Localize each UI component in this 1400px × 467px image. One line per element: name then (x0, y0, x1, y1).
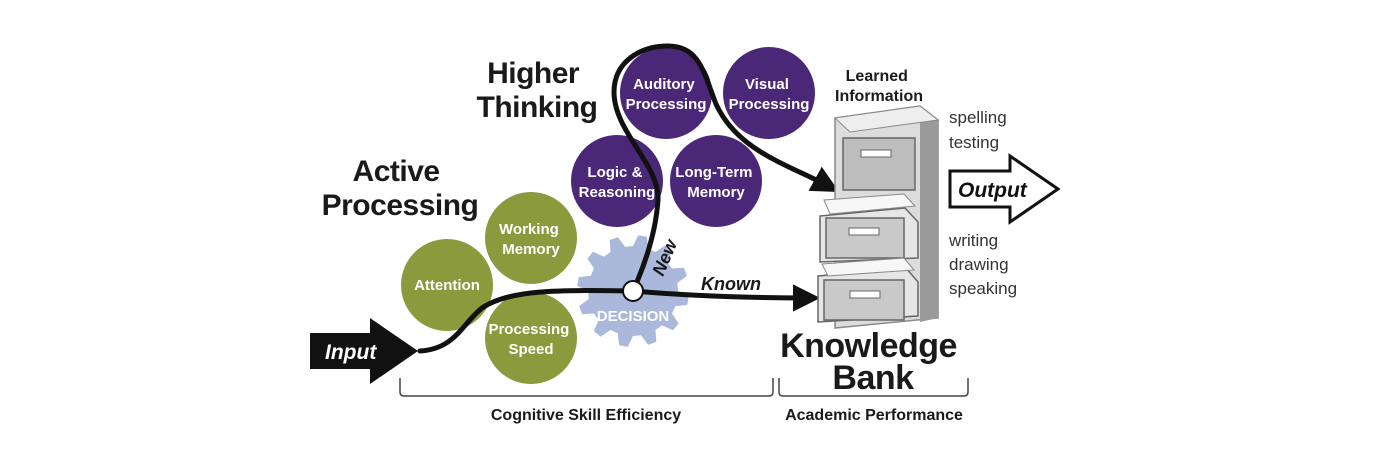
bracket-academic-performance (778, 378, 969, 397)
output-skills-bottom: writing drawing speaking (948, 231, 1017, 298)
new-flow-line (611, 43, 840, 293)
green-node-processing-speed: Processing Speed (485, 292, 577, 384)
purple-node-visual-processing: Visual Processing (723, 47, 815, 139)
known-path-label: Known (701, 274, 761, 294)
input-flow-line (417, 288, 636, 354)
cognitive-skill-efficiency-label: Cognitive Skill Efficiency (491, 407, 681, 424)
green-node-attention: Attention (401, 239, 493, 331)
input-label: Input (325, 341, 377, 364)
decision-label: DECISION (597, 308, 670, 325)
purple-node-long-term-memory: Long-Term Memory (670, 135, 762, 227)
higher-thinking-heading: Higher Thinking (477, 57, 598, 124)
file-cabinet-icon (817, 105, 940, 329)
purple-node-auditory-processing: Auditory Processing (620, 47, 712, 139)
visual-processing-label: Visual Processing (729, 76, 810, 113)
input-arrow-icon: Input (310, 318, 418, 384)
attention-label: Attention (414, 277, 480, 294)
academic-performance-label: Academic Performance (785, 407, 963, 424)
working-memory-label: Working Memory (499, 221, 563, 258)
output-skills-top: spelling testing (949, 108, 1011, 152)
processing-speed-label: Processing Speed (488, 321, 573, 358)
long-term-memory-label: Long-Term Memory (675, 164, 756, 201)
logic-reasoning-label: Logic & Reasoning (579, 164, 656, 201)
green-node-working-memory: Working Memory (485, 192, 577, 284)
purple-node-logic-reasoning: Logic & Reasoning (571, 135, 663, 227)
output-label: Output (958, 179, 1028, 202)
learned-information-heading: Learned Information (835, 68, 923, 105)
active-processing-heading: Active Processing (322, 155, 479, 222)
bracket-cognitive-skill-efficiency (399, 378, 774, 397)
auditory-processing-label: Auditory Processing (626, 76, 707, 113)
output-arrow-icon: Output (948, 153, 1061, 225)
decision-point (622, 280, 644, 302)
knowledge-bank-heading: Knowledge Bank (780, 327, 966, 397)
known-flow-line (632, 284, 821, 312)
